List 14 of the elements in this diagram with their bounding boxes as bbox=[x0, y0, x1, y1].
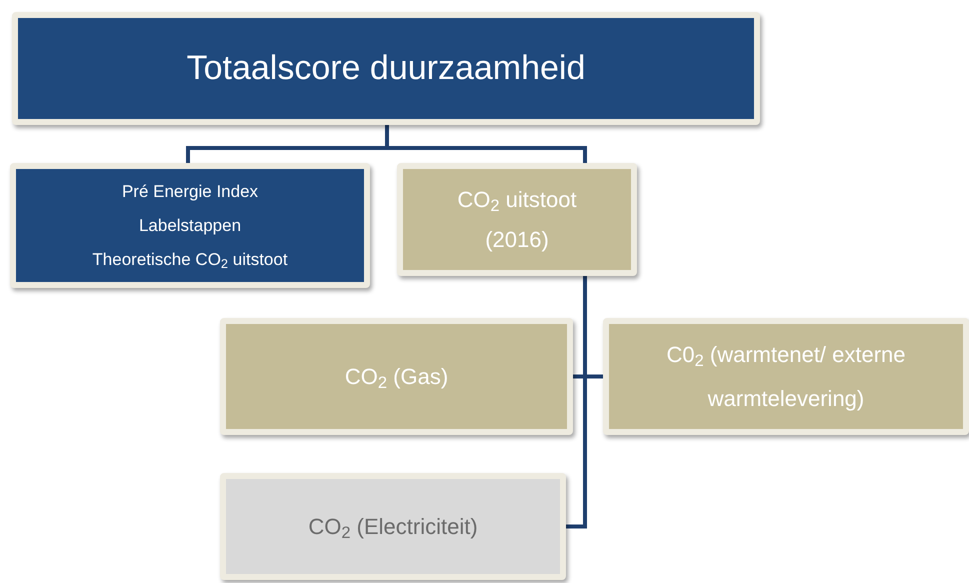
box-text: Pré Energie Index bbox=[122, 180, 258, 202]
box-text: CO$_{2}$ uitstoot (2016) bbox=[456, 186, 578, 254]
box-text: C0$_{2}$ (warmtenet/ externe warmtelevering) bbox=[665, 340, 907, 413]
process-box bbox=[10, 163, 370, 288]
process-box bbox=[397, 163, 637, 276]
process-box bbox=[220, 473, 566, 580]
box-text: CO$_{2}$ (Electriciteit) bbox=[308, 513, 478, 543]
process-box bbox=[12, 12, 760, 125]
process-box bbox=[603, 318, 969, 435]
box-text: Labelstappen bbox=[138, 214, 242, 236]
box-text: Totaalscore duurzaamheid bbox=[186, 48, 586, 89]
box-text: CO$_{2}$ (Gas) bbox=[344, 363, 448, 393]
box-text: Theoretische CO$_{2}$ uitstoot bbox=[92, 248, 288, 273]
process-box bbox=[220, 318, 573, 435]
